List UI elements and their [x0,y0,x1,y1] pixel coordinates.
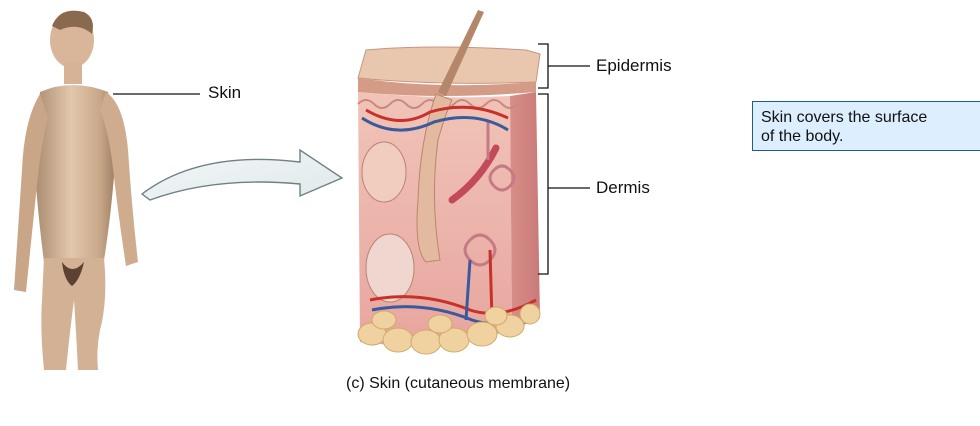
epidermis-bracket [538,44,590,88]
info-callout-box: Skin covers the surface of the body. [752,101,980,151]
human-body-photo [14,11,138,370]
dermis-bracket [538,94,590,274]
skin-block-illustration [358,10,540,354]
figure-caption: (c) Skin (cutaneous membrane) [346,374,570,394]
curved-arrow-icon [142,150,342,200]
skin-label: Skin [208,83,241,103]
epidermis-label: Epidermis [596,56,672,76]
callout-line-1: Skin covers the surface [761,108,980,127]
callout-line-2: of the body. [761,127,980,146]
dermis-label: Dermis [596,178,650,198]
